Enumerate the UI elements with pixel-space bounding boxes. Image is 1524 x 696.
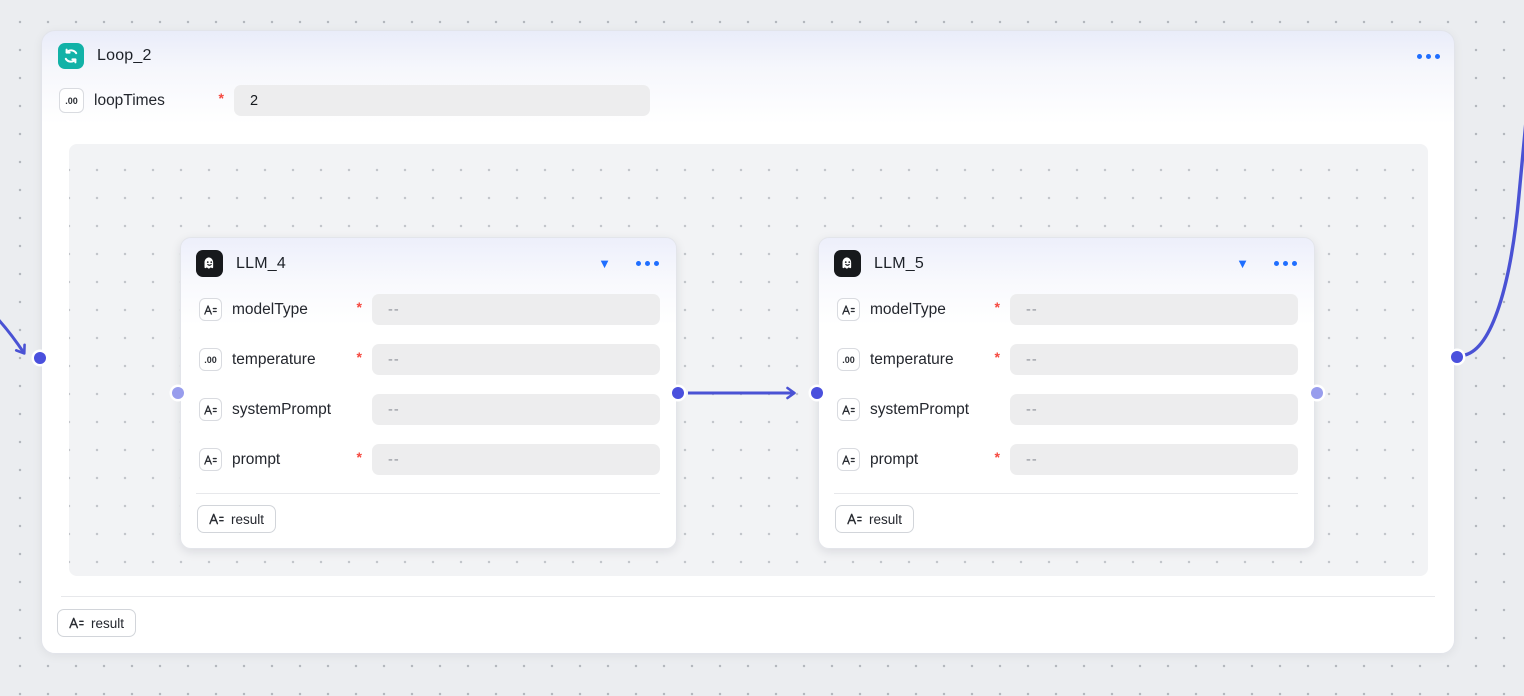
llm-node-header: LLM_5 ▼ bbox=[834, 250, 1297, 277]
llm-more-menu-button[interactable] bbox=[636, 261, 659, 266]
string-type-icon bbox=[69, 617, 84, 629]
modelType-label: modelType bbox=[870, 300, 946, 318]
collapse-toggle[interactable]: ▼ bbox=[598, 256, 611, 271]
modelType-input[interactable]: -- bbox=[372, 294, 660, 325]
loop-node-title: Loop_2 bbox=[97, 47, 152, 64]
llm-node-title: LLM_5 bbox=[874, 254, 924, 272]
llm-node[interactable]: LLM_5 ▼ modelType * -- .00 temperature *… bbox=[818, 237, 1315, 549]
field-row: prompt * -- bbox=[181, 444, 676, 475]
llm5-output-port[interactable] bbox=[1311, 387, 1323, 399]
string-type-icon bbox=[209, 513, 224, 525]
temperature-input[interactable]: -- bbox=[1010, 344, 1298, 375]
llm-result-label: result bbox=[869, 511, 903, 527]
loop-output-port[interactable] bbox=[1451, 351, 1463, 363]
string-type-icon bbox=[837, 398, 860, 421]
required-marker: * bbox=[356, 348, 362, 365]
looptimes-label: loopTimes bbox=[94, 91, 165, 109]
looptimes-input[interactable]: 2 bbox=[234, 85, 650, 116]
llm5-input-port[interactable] bbox=[811, 387, 823, 399]
field-row: systemPrompt -- bbox=[181, 394, 676, 425]
string-type-icon bbox=[199, 448, 222, 471]
edge-incoming bbox=[0, 319, 26, 355]
llm-node-title: LLM_4 bbox=[236, 254, 286, 272]
llm-more-menu-button[interactable] bbox=[1274, 261, 1297, 266]
prompt-label: prompt bbox=[232, 450, 281, 468]
systemPrompt-input[interactable]: -- bbox=[1010, 394, 1298, 425]
required-marker: * bbox=[356, 448, 362, 465]
field-row: .00 temperature * -- bbox=[181, 344, 676, 375]
required-marker: * bbox=[994, 448, 1000, 465]
edge-outgoing bbox=[1464, 123, 1524, 357]
llm4-output-port[interactable] bbox=[672, 387, 684, 399]
string-type-icon bbox=[199, 298, 222, 321]
required-marker: * bbox=[218, 89, 224, 106]
llm-output-result-chip[interactable]: result bbox=[197, 505, 277, 533]
field-row: prompt * -- bbox=[819, 444, 1314, 475]
temperature-label: temperature bbox=[232, 350, 316, 368]
required-marker: * bbox=[994, 348, 1000, 365]
string-type-icon bbox=[837, 448, 860, 471]
loop-input-port[interactable] bbox=[34, 352, 46, 364]
loop-result-label: result bbox=[91, 615, 125, 631]
prompt-label: prompt bbox=[870, 450, 919, 468]
modelType-label: modelType bbox=[232, 300, 308, 318]
prompt-input[interactable]: -- bbox=[372, 444, 660, 475]
field-row: modelType * -- bbox=[181, 294, 676, 325]
number-type-icon: .00 bbox=[837, 348, 860, 371]
number-type-icon: .00 bbox=[59, 88, 84, 113]
llm-bot-icon bbox=[196, 250, 223, 277]
field-row: .00 temperature * -- bbox=[819, 344, 1314, 375]
llm-node-header: LLM_4 ▼ bbox=[196, 250, 659, 277]
string-type-icon bbox=[837, 298, 860, 321]
required-marker: * bbox=[356, 298, 362, 315]
temperature-label: temperature bbox=[870, 350, 954, 368]
llm-bot-icon bbox=[834, 250, 861, 277]
prompt-input[interactable]: -- bbox=[1010, 444, 1298, 475]
loop-node-header: Loop_2 bbox=[58, 43, 1440, 69]
llm-output-result-chip[interactable]: result bbox=[835, 505, 915, 533]
looptimes-field-row: .00 loopTimes * 2 bbox=[59, 85, 650, 116]
collapse-toggle[interactable]: ▼ bbox=[1236, 256, 1249, 271]
llm4-input-port[interactable] bbox=[172, 387, 184, 399]
loop-output-result-chip[interactable]: result bbox=[57, 609, 137, 637]
systemPrompt-input[interactable]: -- bbox=[372, 394, 660, 425]
field-row: systemPrompt -- bbox=[819, 394, 1314, 425]
modelType-input[interactable]: -- bbox=[1010, 294, 1298, 325]
llm-result-label: result bbox=[231, 511, 265, 527]
string-type-icon bbox=[847, 513, 862, 525]
systemPrompt-label: systemPrompt bbox=[232, 400, 332, 418]
temperature-input[interactable]: -- bbox=[372, 344, 660, 375]
field-row: modelType * -- bbox=[819, 294, 1314, 325]
string-type-icon bbox=[199, 398, 222, 421]
number-type-icon: .00 bbox=[199, 348, 222, 371]
required-marker: * bbox=[994, 298, 1000, 315]
llm-node[interactable]: LLM_4 ▼ modelType * -- .00 temperature *… bbox=[180, 237, 677, 549]
loop-output-divider bbox=[61, 596, 1435, 597]
loop-icon bbox=[58, 43, 84, 69]
systemPrompt-label: systemPrompt bbox=[870, 400, 970, 418]
loop-more-menu-button[interactable] bbox=[1417, 53, 1440, 59]
